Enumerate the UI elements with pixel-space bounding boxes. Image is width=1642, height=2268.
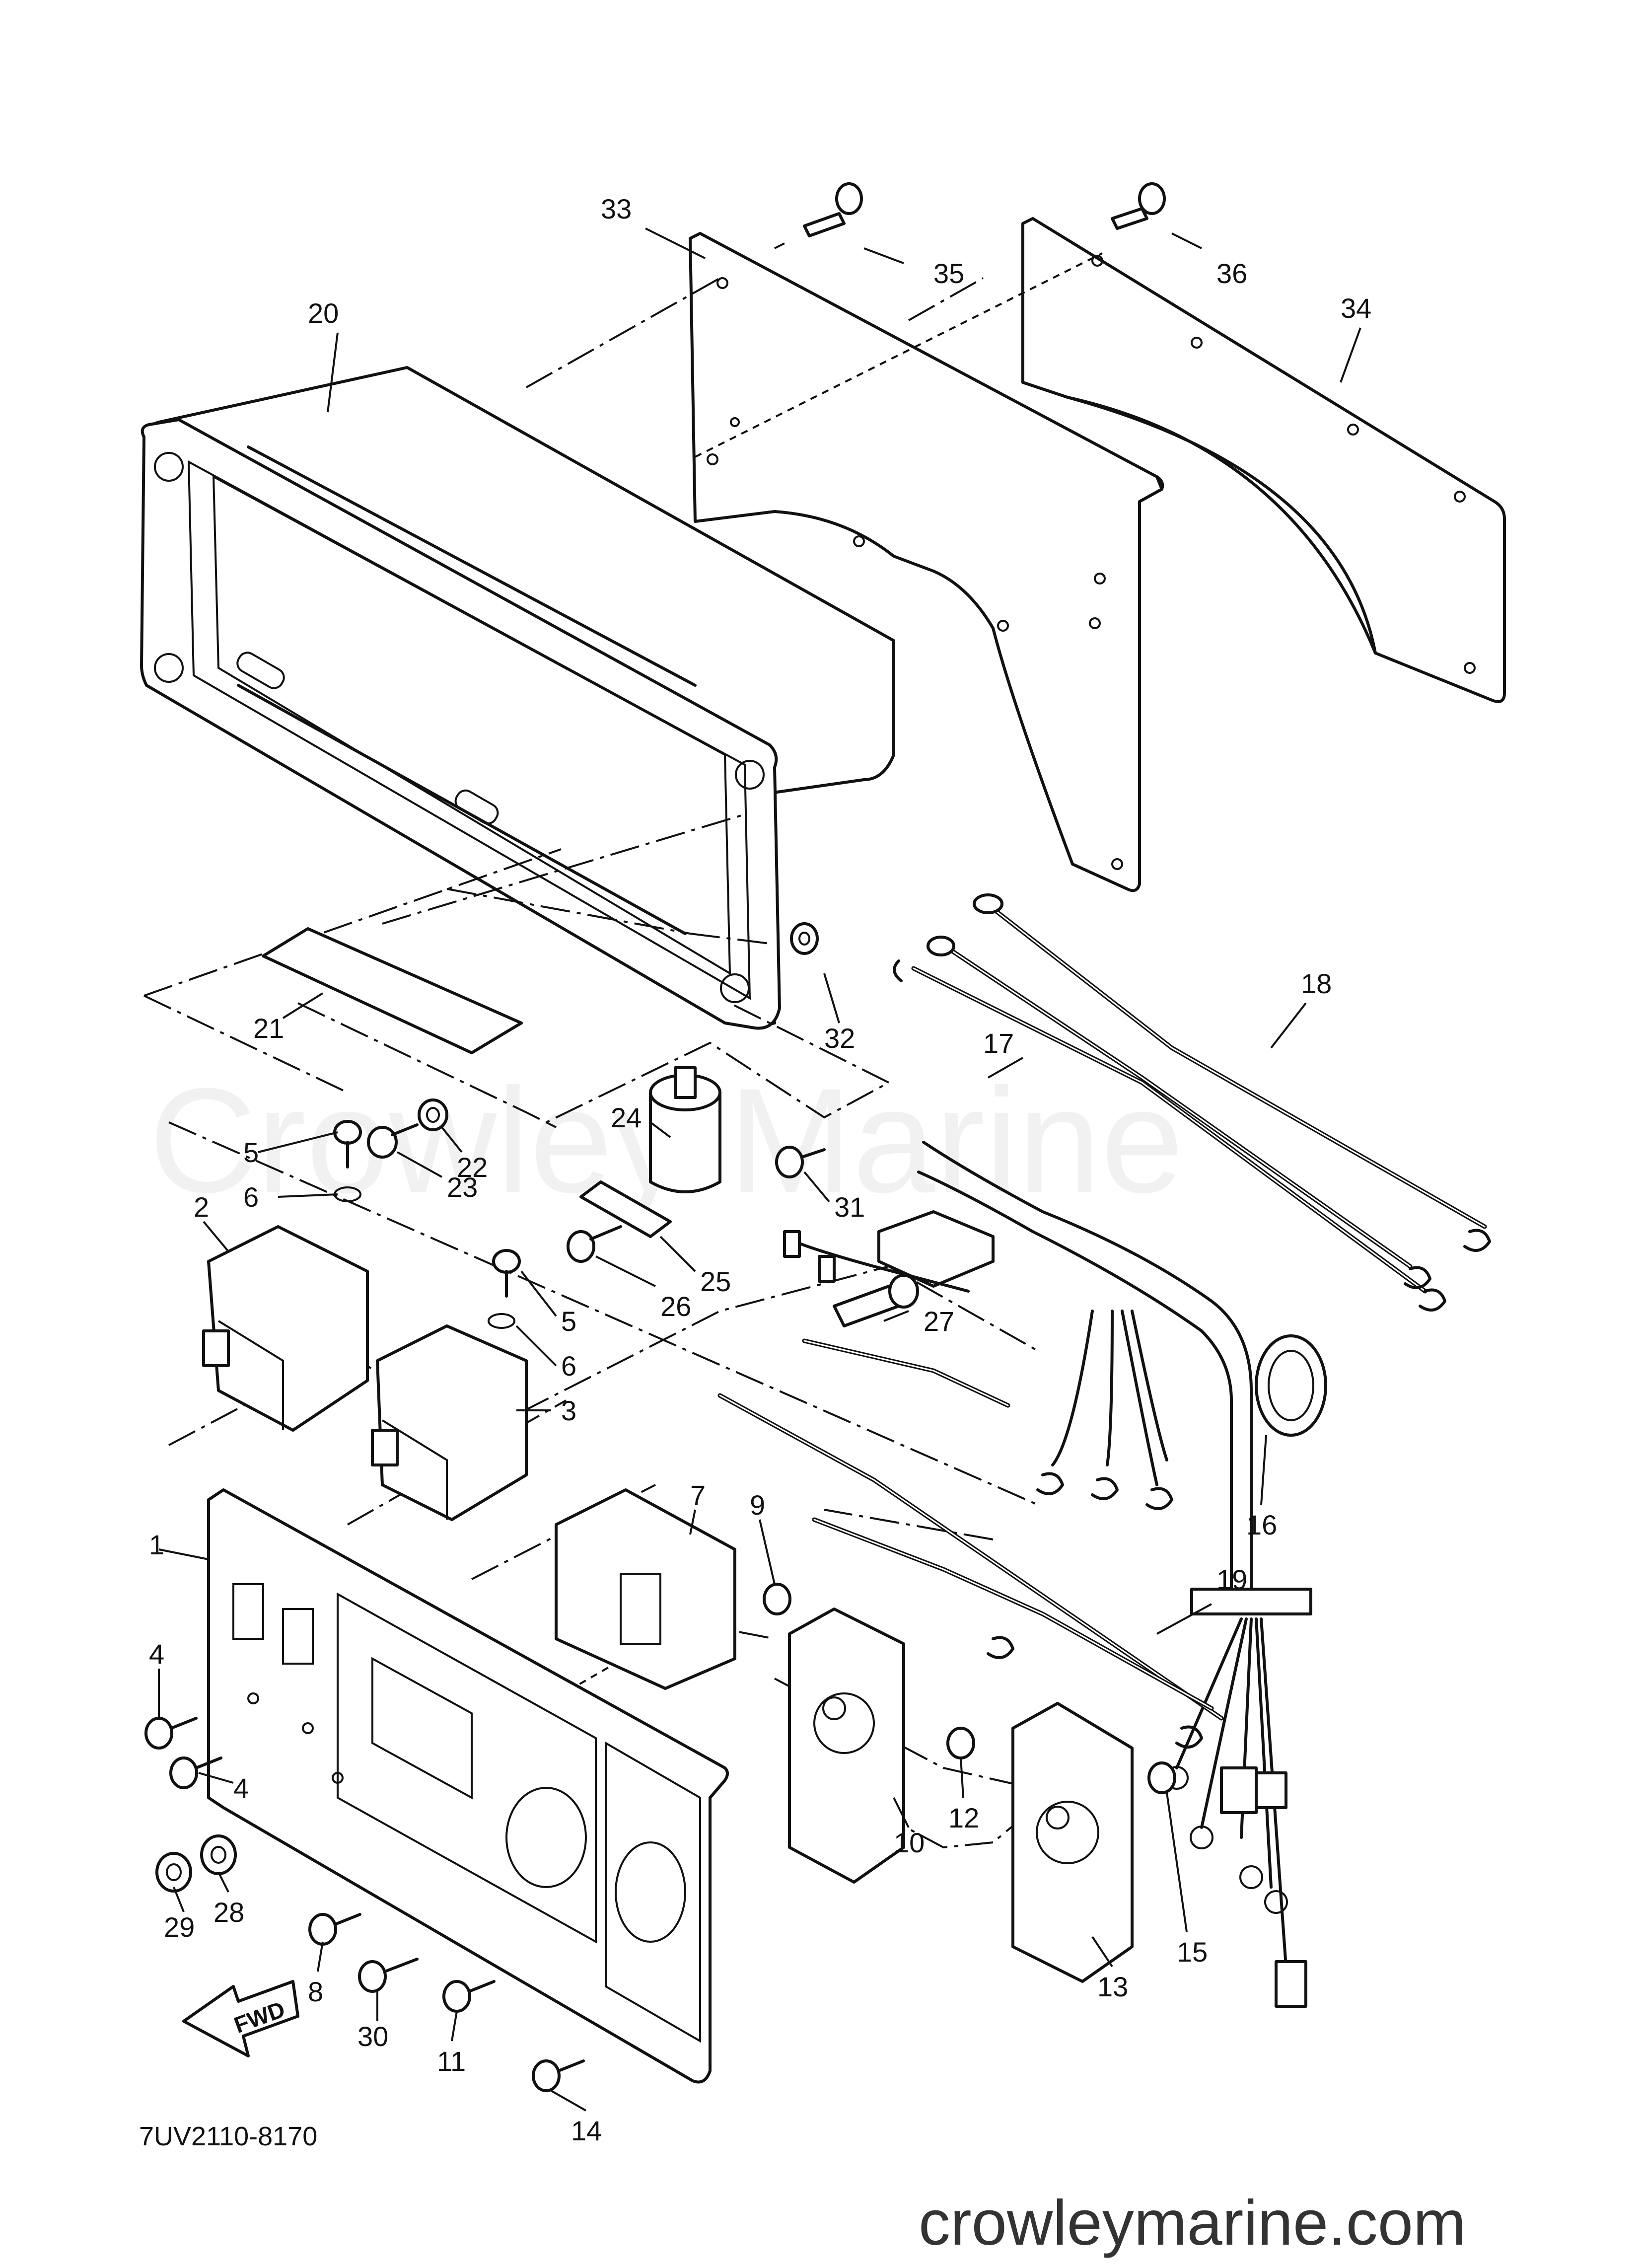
- callout-27: 27: [924, 1306, 954, 1337]
- callout-12: 12: [948, 1802, 979, 1833]
- main-harness-16: [917, 1141, 1327, 2008]
- callout-3: 3: [561, 1395, 576, 1426]
- screw-35: [803, 182, 863, 237]
- callout-8: 8: [308, 1976, 323, 2007]
- callout-30: 30: [357, 2021, 388, 2052]
- screw-4-b: [169, 1756, 222, 1789]
- screw-23: [367, 1123, 419, 1159]
- callout-22: 22: [457, 1152, 488, 1183]
- site-url[interactable]: crowleymarine.com: [919, 2188, 1466, 2259]
- receptacle-10: [788, 1608, 905, 1884]
- screw-11: [442, 1980, 496, 2013]
- mounting-plate-33: [689, 232, 1164, 892]
- callout-11: 11: [437, 2046, 466, 2077]
- callout-16: 16: [1246, 1509, 1277, 1540]
- receptacle-13: [1011, 1702, 1134, 1983]
- ground-wire-19: [717, 1338, 1224, 1749]
- callout-32: 32: [824, 1023, 855, 1054]
- callout-26: 26: [660, 1291, 691, 1322]
- callout-2: 2: [194, 1191, 209, 1223]
- knob-24: [649, 1066, 721, 1193]
- callout-25: 25: [700, 1266, 731, 1297]
- receptacle-7: [555, 1488, 736, 1690]
- screw-4-a: [144, 1717, 198, 1750]
- bracket-25: [579, 1180, 672, 1238]
- enclosure-box-20: [140, 366, 895, 1030]
- screw-36: [1111, 182, 1166, 230]
- callout-21: 21: [253, 1013, 284, 1044]
- screw-31: [775, 1146, 826, 1178]
- connector-block: [783, 1210, 995, 1293]
- leader-lines: [158, 227, 1361, 2112]
- callout-13: 13: [1097, 1971, 1128, 2002]
- screw-5-b: [492, 1249, 521, 1298]
- callout-1: 1: [149, 1529, 164, 1560]
- fwd-arrow: FWD: [182, 1980, 299, 2057]
- callout-23: 23: [447, 1171, 478, 1203]
- screw-30: [358, 1958, 419, 1993]
- washer-22: [418, 1098, 448, 1131]
- callout-28: 28: [214, 1897, 244, 1928]
- nut-12: [946, 1727, 975, 1759]
- back-plate-34: [1021, 217, 1506, 703]
- callout-24: 24: [611, 1102, 642, 1133]
- callout-10: 10: [894, 1827, 925, 1858]
- screw-26: [567, 1225, 622, 1263]
- decal-21: [262, 927, 523, 1054]
- callout-6-b: 6: [561, 1350, 576, 1382]
- callout-5-a: 5: [243, 1137, 259, 1168]
- nut-29: [155, 1852, 192, 1893]
- callout-4-a: 4: [149, 1638, 164, 1670]
- callout-18: 18: [1301, 968, 1332, 999]
- washer-28: [200, 1834, 237, 1875]
- circuit-breaker-2: [202, 1225, 369, 1432]
- washer-6-b: [488, 1313, 515, 1329]
- callout-33: 33: [601, 193, 632, 224]
- control-panel-1: [207, 1488, 729, 2084]
- callout-36: 36: [1216, 258, 1247, 289]
- screw-15: [1147, 1761, 1176, 1794]
- callout-9: 9: [750, 1489, 765, 1521]
- callout-15: 15: [1177, 1936, 1208, 1968]
- screw-14: [532, 2059, 585, 2092]
- callout-29: 29: [164, 1911, 195, 1943]
- drawing-code: 7UV2110-8170: [139, 2122, 317, 2151]
- callout-5-b: 5: [561, 1306, 576, 1337]
- wire-harness-17-18: [893, 893, 1491, 1312]
- nut-9: [763, 1583, 791, 1615]
- callout-35: 35: [933, 258, 964, 289]
- nut-32: [790, 922, 819, 955]
- callout-19: 19: [1216, 1564, 1247, 1595]
- callout-4-b: 4: [233, 1772, 249, 1804]
- screw-8: [308, 1913, 361, 1946]
- callout-20: 20: [308, 297, 339, 329]
- callout-6-a: 6: [243, 1181, 259, 1213]
- circuit-breaker-3: [371, 1324, 528, 1521]
- bolt-27: [833, 1274, 919, 1327]
- callout-17: 17: [983, 1027, 1014, 1059]
- callout-labels: 1 2 3 4 4 5 5 6 6 7 8 9 10 11 12 13 14 1…: [149, 193, 1371, 2146]
- callout-7: 7: [690, 1479, 706, 1511]
- callout-34: 34: [1341, 293, 1371, 324]
- callout-14: 14: [571, 2115, 602, 2146]
- callout-31: 31: [834, 1191, 865, 1223]
